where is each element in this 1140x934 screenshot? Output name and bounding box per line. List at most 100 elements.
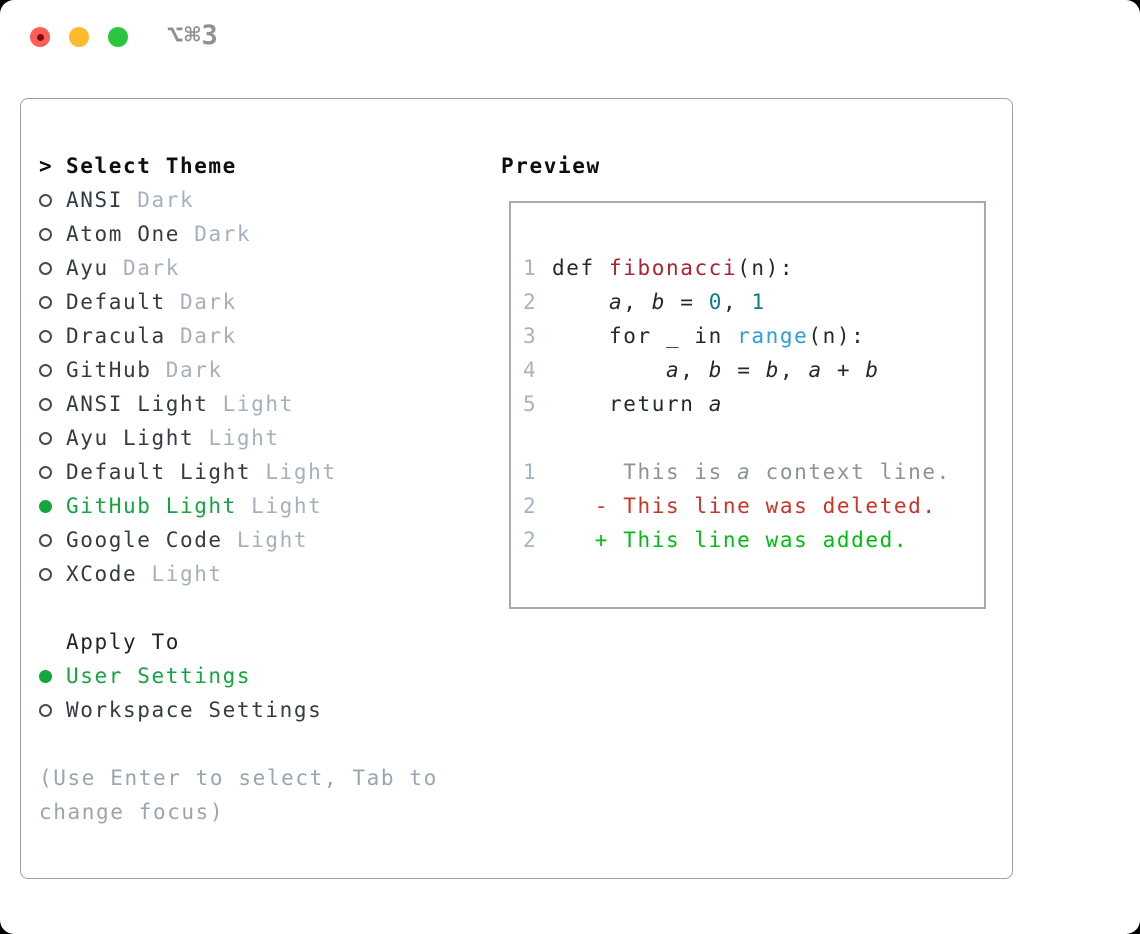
code-segment-code: ,: [722, 290, 752, 314]
theme-variant: Dark: [122, 188, 195, 212]
theme-option-xcode[interactable]: XCode Light: [39, 557, 438, 591]
line-number: 4: [523, 358, 538, 382]
theme-name: GitHub Light: [66, 494, 237, 518]
theme-name: XCode: [66, 562, 138, 586]
selection-prompt-icon: >: [39, 154, 54, 178]
theme-name: ANSI Light: [66, 392, 209, 416]
radio-icon: [39, 397, 66, 411]
code-segment-code: def: [552, 256, 609, 280]
theme-variant: Light: [222, 528, 309, 552]
theme-variant: Dark: [165, 324, 237, 348]
apply-option-label: User Settings: [66, 664, 252, 688]
radio-icon: [39, 567, 66, 581]
minimize-button[interactable]: [69, 27, 89, 47]
code-segment-code: ,: [779, 358, 809, 382]
theme-option-github-light[interactable]: GitHub Light Light: [39, 489, 438, 523]
code-segment-builtin: range: [737, 324, 809, 348]
theme-name: Ayu: [66, 256, 109, 280]
theme-option-ayu-light[interactable]: Ayu Light Light: [39, 421, 438, 455]
code-segment-variable: b: [765, 358, 780, 382]
apply-to-header: Apply To: [39, 625, 438, 659]
theme-name: Default: [66, 290, 166, 314]
theme-option-dracula[interactable]: Dracula Dark: [39, 319, 438, 353]
code-segment-variable: b: [651, 290, 666, 314]
code-segment-number: 0: [708, 290, 723, 314]
spacer: [39, 727, 438, 761]
line-number: 3: [523, 324, 538, 348]
code-segment-variable: b: [708, 358, 723, 382]
apply-option-user-settings[interactable]: User Settings: [39, 659, 438, 693]
theme-option-ansi[interactable]: ANSI Dark: [39, 183, 438, 217]
theme-option-ayu[interactable]: Ayu Dark: [39, 251, 438, 285]
theme-variant: Light: [194, 426, 280, 450]
preview-blank-line: [523, 421, 984, 455]
theme-name: ANSI: [66, 188, 123, 212]
radio-icon: [39, 261, 66, 275]
theme-variant: Light: [236, 494, 323, 518]
radio-icon: [39, 329, 66, 343]
theme-variant: Light: [208, 392, 294, 416]
line-number: 1: [523, 256, 538, 280]
theme-variant: Dark: [165, 290, 237, 314]
radio-icon: [39, 227, 66, 241]
theme-option-ansi-light[interactable]: ANSI Light Light: [39, 387, 438, 421]
line-number: 1: [523, 460, 538, 484]
code-segment-code: [552, 358, 666, 382]
theme-name: Dracula: [66, 324, 166, 348]
code-segment-variable: a: [708, 392, 723, 416]
preview-box: 1 def fibonacci (n): 2 a, b = 0, 1 3 for _ i…: [509, 201, 986, 609]
line-number: 2: [523, 494, 538, 518]
code-segment-number: 1: [751, 290, 766, 314]
theme-variant: Light: [137, 562, 223, 586]
titlebar: ⌥⌘3: [0, 0, 1140, 75]
theme-list-header: >Select Theme: [39, 149, 438, 183]
code-segment-code: ,: [680, 358, 709, 382]
preview-line: 1 This is a context line.: [523, 455, 984, 489]
theme-variant: Dark: [108, 256, 180, 280]
preview-title: Preview: [501, 154, 601, 178]
code-segment-function: fibonacci: [608, 256, 738, 280]
code-segment-variable: a: [608, 290, 624, 314]
code-segment-variable: a: [665, 358, 681, 382]
apply-option-workspace-settings[interactable]: Workspace Settings: [39, 693, 438, 727]
radio-icon: [39, 703, 66, 717]
line-number: 2: [523, 528, 538, 552]
code-segment-code: (n):: [808, 324, 866, 348]
code-segment-context: This is: [552, 460, 738, 484]
theme-option-default-light[interactable]: Default Light Light: [39, 455, 438, 489]
maximize-button[interactable]: [108, 27, 128, 47]
preview-line: 5 return a: [523, 387, 984, 421]
theme-option-google-code[interactable]: Google Code Light: [39, 523, 438, 557]
radio-icon: [39, 295, 66, 309]
window-shortcut-label: ⌥⌘3: [167, 20, 219, 51]
theme-option-atom-one[interactable]: Atom One Dark: [39, 217, 438, 251]
theme-name: Ayu Light: [66, 426, 195, 450]
code-segment-code: for _ in: [552, 324, 738, 348]
apply-to-title: Apply To: [66, 630, 180, 654]
theme-option-github[interactable]: GitHub Dark: [39, 353, 438, 387]
radio-icon: [39, 193, 66, 207]
unsaved-dot-icon: [36, 33, 44, 41]
code-segment-variable: a: [808, 358, 823, 382]
close-button[interactable]: [30, 27, 50, 47]
line-number: 2: [523, 290, 538, 314]
apply-option-label: Workspace Settings: [66, 698, 323, 722]
hint-line-2: change focus): [39, 800, 225, 824]
code-segment-context_var: a: [737, 460, 752, 484]
preview-line: 2 - This line was deleted.: [523, 489, 984, 523]
spacer: [39, 591, 438, 625]
code-segment-code: +: [822, 358, 866, 382]
code-segment-code: =: [722, 358, 766, 382]
theme-name: Default Light: [66, 460, 252, 484]
theme-variant: Light: [251, 460, 337, 484]
code-segment-variable: b: [865, 358, 880, 382]
theme-option-default[interactable]: Default Dark: [39, 285, 438, 319]
radio-selected-icon: [39, 669, 66, 683]
code-segment-code: ,: [623, 290, 652, 314]
preview-line: 2 a, b = 0, 1: [523, 285, 984, 319]
code-segment-code: [552, 290, 609, 314]
